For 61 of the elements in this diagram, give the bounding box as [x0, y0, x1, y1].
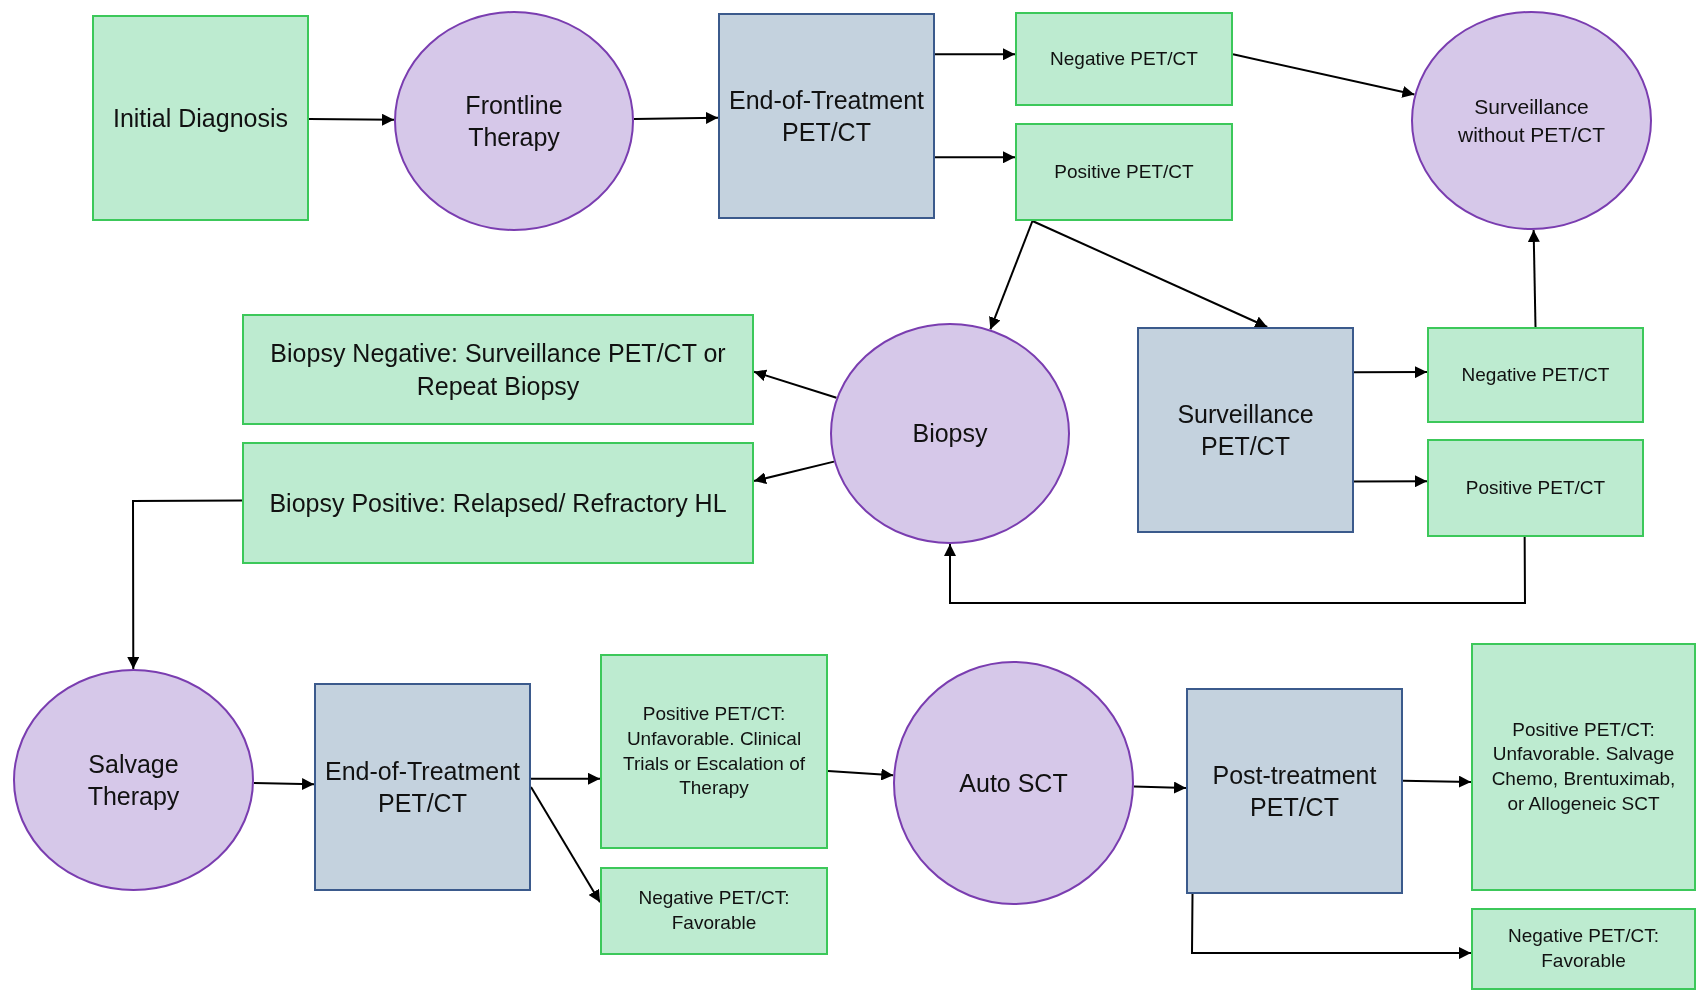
node-label: Salvage Therapy: [86, 748, 181, 812]
arrow: [308, 113, 395, 126]
node-label: Frontline Therapy: [464, 89, 564, 153]
process-box: [1427, 439, 1644, 537]
arrow: [1527, 229, 1540, 328]
node-label: Biopsy: [911, 418, 989, 450]
arrow: [1191, 893, 1472, 960]
process-box: [242, 442, 754, 564]
node-label: Surveillance PET/CT: [1176, 398, 1315, 462]
process-box: [242, 314, 754, 425]
arrow: [252, 778, 315, 791]
process-box: [92, 15, 309, 221]
node-label: Post-treatment PET/CT: [1211, 759, 1378, 823]
process-box: [1015, 12, 1233, 106]
arrow: [127, 499, 243, 670]
arrow: [1132, 781, 1187, 794]
node-label: Positive PET/CT: [1464, 475, 1607, 500]
node-label: Negative PET/CT: [1460, 362, 1611, 387]
node-label: Positive PET/CT: Unfavorable. Clinical Trials or Escalation of Therapy: [622, 702, 806, 801]
checkpoint-box: [718, 13, 935, 219]
arrow: [944, 536, 1526, 604]
node-label: Initial Diagnosis: [111, 102, 290, 134]
node-label: Negative PET/CT: Favorable: [637, 886, 791, 935]
node-label: Biopsy Negative: Surveillance PET/CT or Repeat Biopsy: [269, 338, 727, 402]
arrow: [989, 220, 1034, 331]
arrow: [753, 369, 838, 399]
process-box: [600, 867, 828, 955]
arrow: [934, 48, 1016, 61]
process-circle: [830, 323, 1070, 544]
process-box: [600, 654, 828, 849]
node-label: End-of-Treatment PET/CT: [324, 755, 521, 819]
arrow: [753, 460, 835, 485]
node-label: Positive PET/CT: [1053, 159, 1195, 184]
process-circle: [13, 669, 254, 891]
node-label: Biopsy Positive: Relapsed/ Refractory HL: [268, 487, 728, 519]
node-label: Surveillance without PET/CT: [1456, 94, 1606, 148]
process-box: [1471, 643, 1696, 891]
arrow: [1031, 220, 1269, 328]
process-box: [1015, 123, 1233, 221]
arrow: [530, 786, 601, 904]
arrow: [530, 772, 601, 785]
node-label: Positive PET/CT: Unfavorable. Salvage Chemo, Brentuximab, or Allogeneic SCT: [1490, 717, 1677, 816]
node-label: Negative PET/CT: [1049, 46, 1199, 71]
arrow: [1402, 775, 1472, 788]
process-circle: [394, 11, 634, 231]
process-circle: [893, 661, 1134, 905]
process-circle: [1411, 11, 1652, 230]
node-label: Auto SCT: [958, 767, 1069, 799]
arrow: [1232, 53, 1416, 98]
arrow: [1353, 366, 1428, 379]
arrow: [633, 111, 719, 124]
arrow: [1353, 475, 1428, 488]
node-label: End-of-Treatment PET/CT: [728, 84, 925, 148]
checkpoint-box: [1137, 327, 1354, 533]
arrow: [827, 768, 895, 781]
checkpoint-box: [1186, 688, 1403, 894]
checkpoint-box: [314, 683, 531, 891]
node-label: Negative PET/CT: Favorable: [1507, 924, 1660, 973]
process-box: [1471, 908, 1696, 990]
process-box: [1427, 327, 1644, 423]
arrow: [934, 151, 1016, 164]
